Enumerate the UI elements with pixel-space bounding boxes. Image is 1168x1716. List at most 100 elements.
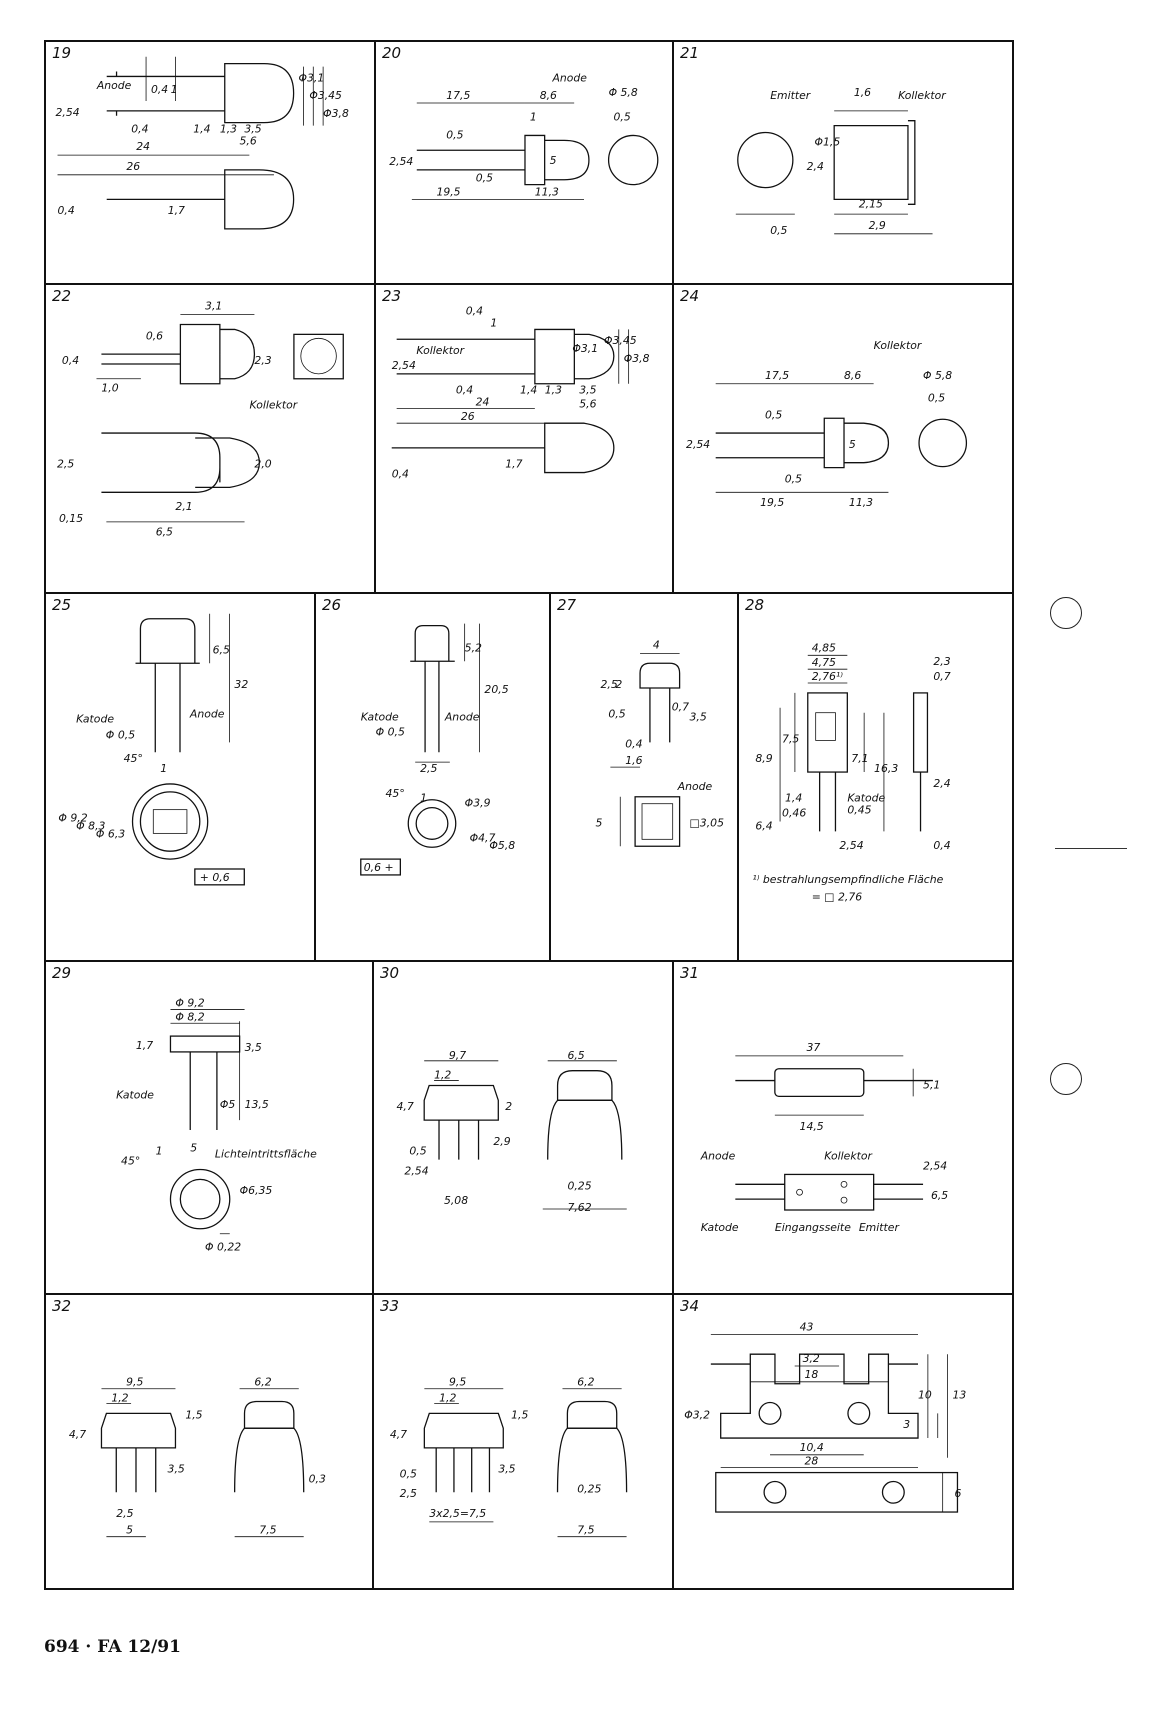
dim-label: 5,08: [444, 1194, 468, 1207]
dim-label: = □ 2,76: [812, 891, 863, 904]
dim-label: 5,6: [240, 134, 257, 147]
panel-number: 26: [322, 596, 342, 614]
drawing-26: 5,2 20,5 Katode Anode Φ 0,5 2,5 45° 1 Φ3…: [360, 623, 515, 876]
dim-label: 1,4: [785, 792, 802, 805]
panel-number: 33: [380, 1297, 400, 1315]
row-4: 29 Φ 9,2 Φ 8,2 1,7 3,5 Katode Φ5 13,5 45…: [44, 960, 1014, 1295]
page-footer: 694 · FA 12/91: [44, 1637, 181, 1657]
drawing-28: 4,85 4,75 2,76¹⁾ 2,3 0,7 8,9 7,5 7,1 16,…: [752, 641, 950, 904]
dim-label: Φ3,1: [572, 342, 598, 355]
dim-label: 0,4: [131, 122, 148, 135]
dim-label: Φ5,8: [489, 839, 515, 852]
dim-label: 1,4: [520, 384, 537, 397]
dim-label: Kollektor: [898, 89, 946, 102]
row-1: 19 2,54 Anode 0,4 1 0,4 Φ3,1 Φ3,45 Φ3,8 …: [44, 40, 1014, 285]
panel-number: 25: [52, 596, 72, 614]
dim-label: Kollektor: [874, 339, 923, 352]
dim-label: 2,3: [933, 655, 950, 668]
dim-label: Kollektor: [824, 1150, 873, 1163]
dim-label: 3,5: [498, 1463, 515, 1476]
dim-label: 0,4: [58, 204, 75, 217]
drawing-25: 6,5 32 Katode Anode Φ 0,5 45° 1 Φ 9,2 Φ …: [58, 613, 248, 886]
dim-label: Φ 8,2: [175, 1010, 204, 1023]
dim-label: Katode: [76, 713, 114, 726]
dim-label: 0,5: [928, 391, 945, 404]
drawing-29: Φ 9,2 Φ 8,2 1,7 3,5 Katode Φ5 13,5 45° 1…: [116, 996, 317, 1254]
dim-label: 19,5: [760, 496, 784, 509]
dim-label: Φ 0,5: [106, 728, 135, 741]
dim-label: + 0,6: [200, 871, 230, 884]
dim-label: 11,3: [849, 496, 873, 509]
dim-label: ¹⁾ bestrahlungsempfindliche Fläche: [752, 873, 943, 886]
dim-label: 1,4: [193, 122, 210, 135]
drawing-20: Anode Φ 5,8 17,5 8,6 1 0,5 0,5 2,54 5 19…: [389, 71, 659, 200]
dim-label: 2,54: [392, 359, 416, 372]
panel-number: 28: [745, 596, 765, 614]
dim-label: 13,5: [245, 1098, 269, 1111]
panel-30: 30 9,7 6,5 1,2 4,7 2 0,5 2,9 2,54 0,25 5…: [374, 962, 674, 1293]
dim-label: Katode: [701, 1221, 739, 1234]
dim-label: Emitter: [859, 1221, 901, 1234]
dim-label: 0,4: [62, 354, 79, 367]
dim-label: 5: [550, 154, 557, 167]
panel-27: 27 4 2,5 2 0,5 0,7 3,5 0,4 1,6 Anode 5 □…: [551, 594, 739, 960]
dim-label: □3,05: [690, 816, 725, 829]
dim-label: 0,4: [466, 305, 483, 318]
dim-label: 20,5: [484, 683, 508, 696]
dim-label: 1,6: [854, 86, 871, 99]
dim-label: 32: [234, 678, 248, 691]
dim-label: 6,4: [755, 819, 772, 832]
dim-label: Φ 0,22: [205, 1241, 241, 1254]
dim-label: Kollektor: [416, 344, 465, 357]
panel-23: 23 0,4 1 2,54 Kollektor Φ3,1 Φ3,45 Φ3,8 …: [376, 285, 674, 592]
dim-label: Φ3,9: [465, 797, 491, 810]
dim-label: 0,5: [446, 128, 463, 141]
dim-label: 5: [596, 816, 603, 829]
dim-label: 8,6: [844, 369, 861, 382]
dim-label: 2,5: [116, 1507, 133, 1520]
panel-number: 32: [52, 1297, 72, 1315]
dim-label: Φ3,8: [323, 107, 349, 120]
dim-label: Emitter: [770, 89, 810, 102]
dim-label: 1,7: [505, 458, 522, 471]
dim-label: 2,54: [56, 106, 80, 119]
dim-label: Anode: [189, 708, 225, 721]
dim-label: 2,5: [57, 458, 74, 471]
dim-label: 5,1: [923, 1078, 940, 1091]
dim-label: Φ3,8: [624, 352, 650, 365]
dim-label: 5: [190, 1142, 197, 1155]
drawing-27: 4 2,5 2 0,5 0,7 3,5 0,4 1,6 Anode 5 □3,0…: [596, 638, 725, 847]
dim-label: 0,4: [151, 83, 168, 96]
panel-number: 24: [680, 287, 700, 305]
dim-label: 9,5: [126, 1376, 143, 1389]
dim-label: 6,5: [213, 643, 230, 656]
row-5: 32 9,5 1,2 6,2 4,7 1,5 3,5 0,3 2,5 5 7,5…: [44, 1293, 1014, 1590]
dim-label: 0,5: [765, 408, 782, 421]
dim-label: 17,5: [446, 89, 470, 102]
panel-22: 22 3,1 0,6 0,4 2,3 1,0 Kollektor 2,5 2,0…: [46, 285, 376, 592]
dim-label: 14,5: [800, 1120, 824, 1133]
panel-number: 27: [557, 596, 577, 614]
dim-label: 2,4: [933, 777, 950, 790]
panel-25: 25 6,5 32 Katode Anode Φ 0,5 45° 1 Φ 9,2…: [46, 594, 316, 960]
panel-28: 28 4,85 4,75 2,76¹⁾ 2,3 0,7 8,9 7,5 7,1 …: [739, 594, 1016, 960]
panel-26: 26 5,2 20,5 Katode Anode Φ 0,5 2,5 45° 1…: [316, 594, 551, 960]
dim-label: 0,6 +: [364, 861, 394, 874]
dim-label: 3,5: [245, 1041, 262, 1054]
dim-label: 2,5: [420, 762, 437, 775]
dim-label: 43: [800, 1321, 814, 1334]
dim-label: 8,6: [540, 89, 557, 102]
panel-number: 30: [380, 964, 400, 982]
dim-label: Φ3,45: [604, 334, 637, 347]
dim-label: 6,5: [156, 526, 173, 539]
dim-label: 0,5: [770, 224, 787, 237]
dim-label: 0,5: [608, 708, 625, 721]
dim-label: Φ3,2: [684, 1408, 710, 1421]
dim-label: 3: [903, 1418, 910, 1431]
drawing-21: Emitter 1,6 Kollektor 2,4 Φ1,5 2,15 0,5 …: [735, 86, 946, 237]
dim-label: 1,5: [185, 1408, 202, 1421]
dim-label: 9,5: [449, 1376, 466, 1389]
dim-label: Katode: [847, 792, 885, 805]
dim-label: Φ3,1: [299, 71, 325, 84]
dim-label: 5,6: [579, 397, 596, 410]
